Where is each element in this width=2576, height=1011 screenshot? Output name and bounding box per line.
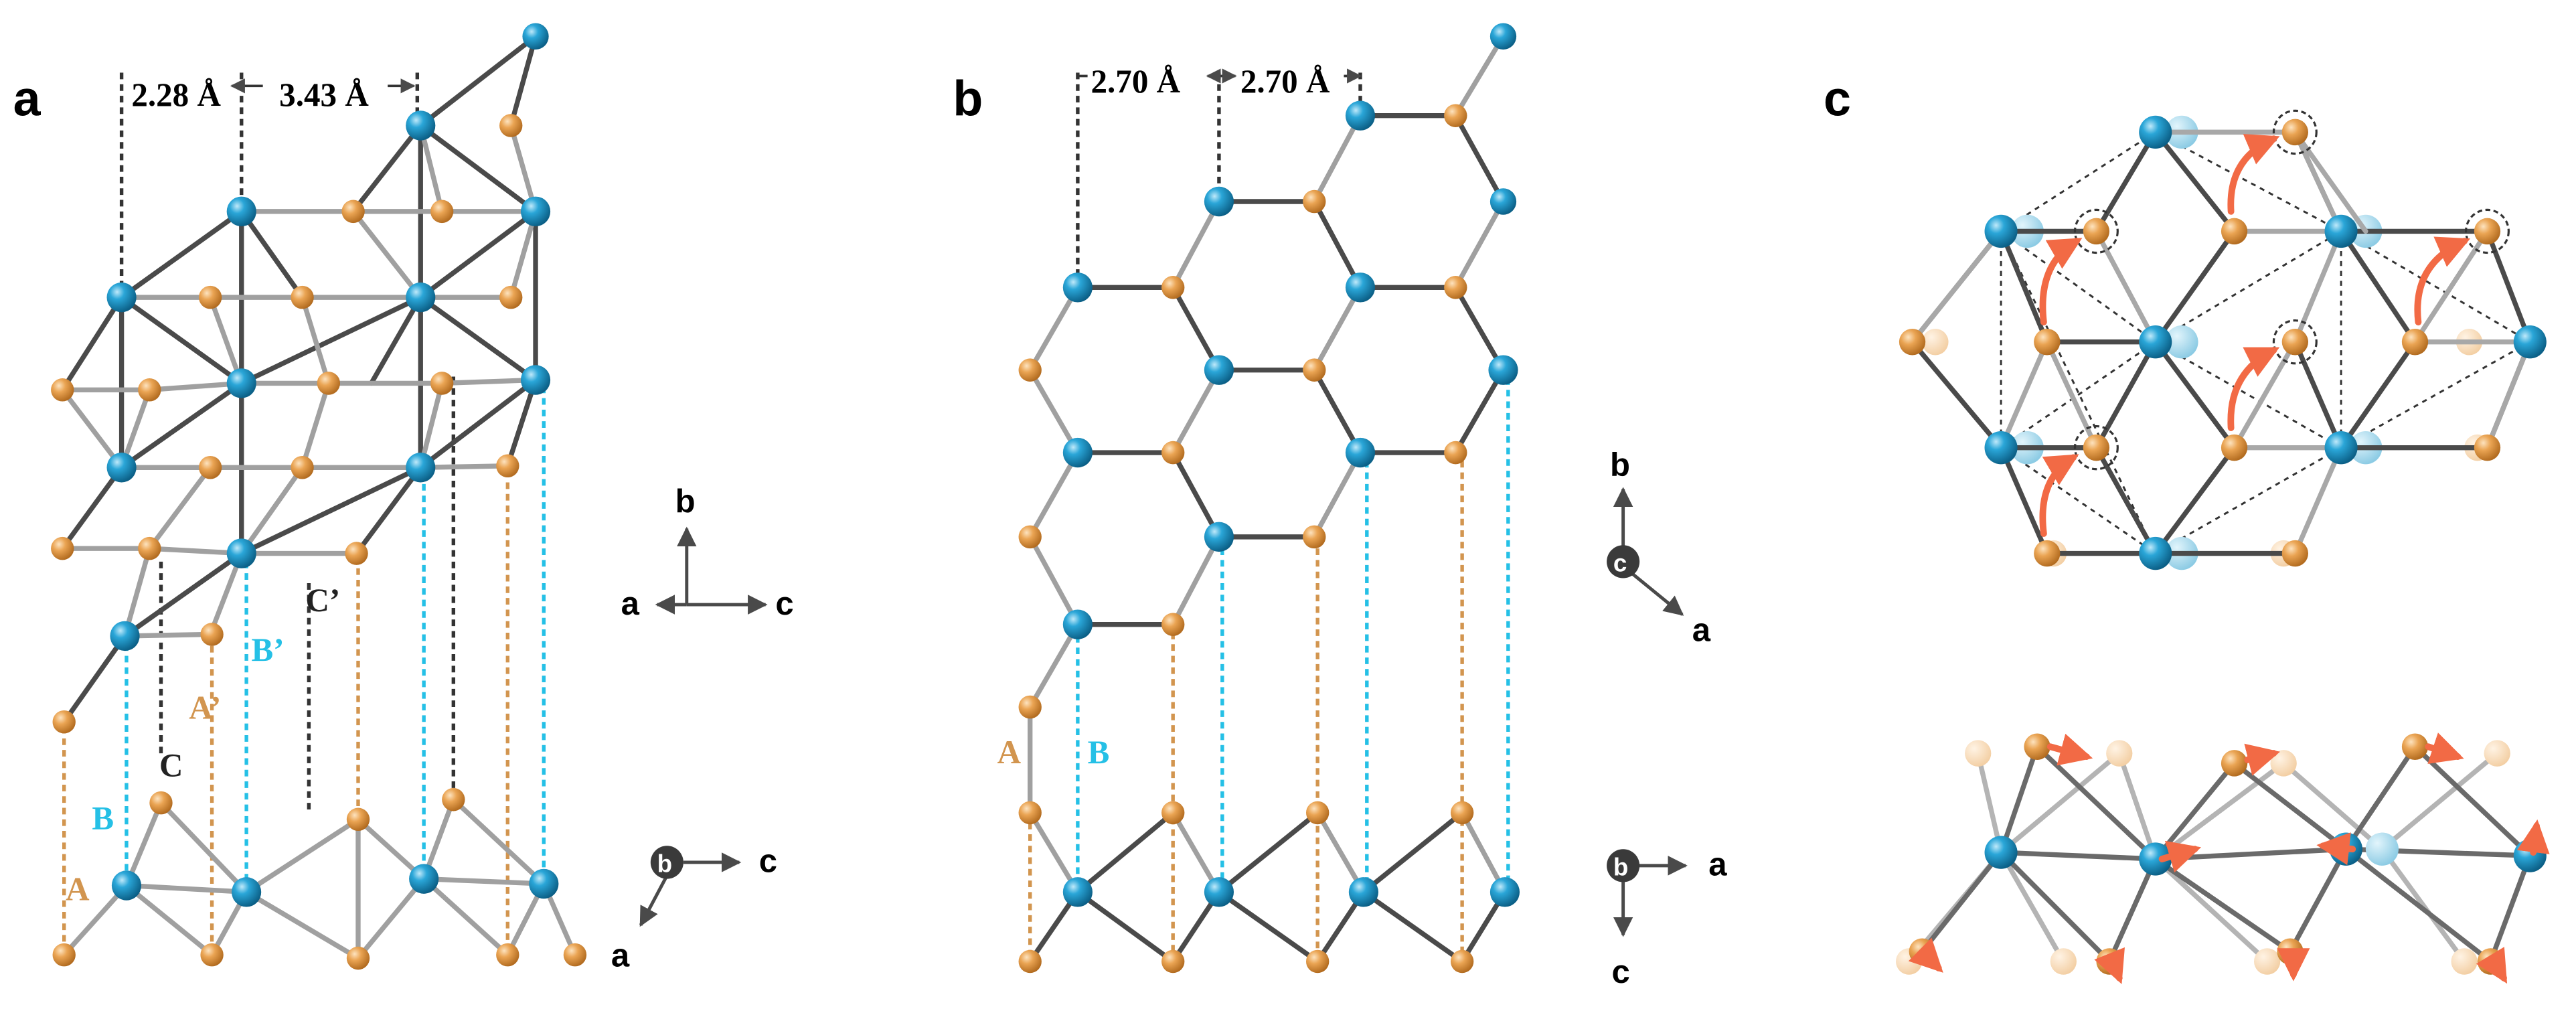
axis-label-b: b — [1610, 446, 1630, 483]
axis-out-of-page-marker — [650, 846, 683, 879]
panel-c-displacement-arrows — [2039, 134, 2471, 537]
distance-label: 3.43 Å — [279, 76, 369, 113]
axis-label-a: a — [621, 585, 640, 622]
panel-c: c — [1824, 71, 2550, 984]
layer-label-b-prime: B’ — [251, 631, 284, 668]
panel-a-bonds — [60, 33, 578, 961]
axis-label-c: c — [1613, 550, 1627, 577]
panel-a-axes-top — [655, 526, 768, 615]
distance-label: 2.70 Å — [1091, 63, 1181, 100]
panel-c-target-circles — [2073, 109, 2510, 471]
axis-out-of-page-marker — [1607, 849, 1640, 882]
panel-a-distances: 2.28 Å 3.43 Å — [131, 76, 416, 113]
axis-label-b: b — [657, 850, 672, 878]
axis-out-of-page-marker — [1607, 545, 1640, 578]
layer-label-a: A — [66, 871, 90, 908]
panel-a-axes-bottom — [639, 852, 742, 927]
layer-label-c: C — [159, 747, 183, 784]
axis-label-b: b — [675, 483, 696, 520]
axis-label-c: c — [1611, 953, 1629, 990]
distance-label: 2.28 Å — [131, 76, 221, 113]
blue-atoms — [106, 23, 559, 907]
layer-label-a: A — [997, 734, 1022, 771]
panel-b-distances: 2.70 Å 2.70 Å — [1077, 63, 1362, 100]
panel-a-atoms — [51, 23, 587, 970]
axis-label-a: a — [611, 937, 630, 974]
axis-label-a: a — [1692, 611, 1711, 648]
panel-a-label: a — [13, 71, 42, 127]
panel-b-atoms — [1018, 23, 1520, 974]
panel-c-top-dashed — [2000, 131, 2531, 554]
panel-b: b — [953, 23, 1727, 990]
layer-label-b: B — [1088, 734, 1110, 771]
distance-label: 2.70 Å — [1240, 63, 1330, 100]
orange-atoms — [51, 114, 587, 970]
panel-a: a — [13, 23, 794, 974]
axis-label-c: c — [759, 843, 777, 880]
panel-c-side-bonds — [1906, 744, 2532, 964]
panel-c-side-arrows — [1908, 732, 2550, 984]
panel-c-label: c — [1824, 71, 1851, 127]
axis-label-c: c — [775, 585, 793, 622]
axis-label-a: a — [1708, 846, 1727, 883]
layer-label-c-prime: C’ — [305, 582, 340, 619]
panel-a-guides — [62, 72, 546, 959]
axis-label-b: b — [1613, 854, 1628, 881]
layer-label-a-prime: A’ — [189, 689, 221, 726]
layer-label-b: B — [92, 799, 114, 836]
panel-b-guides — [1028, 72, 1510, 961]
panel-c-top-bonds — [1909, 129, 2532, 556]
panel-b-label: b — [953, 71, 983, 127]
panel-a-layer-labels: C C’ B B’ A A’ — [66, 582, 340, 908]
panel-c-top-atoms — [1899, 115, 2547, 570]
panel-b-bonds — [1028, 33, 1508, 964]
